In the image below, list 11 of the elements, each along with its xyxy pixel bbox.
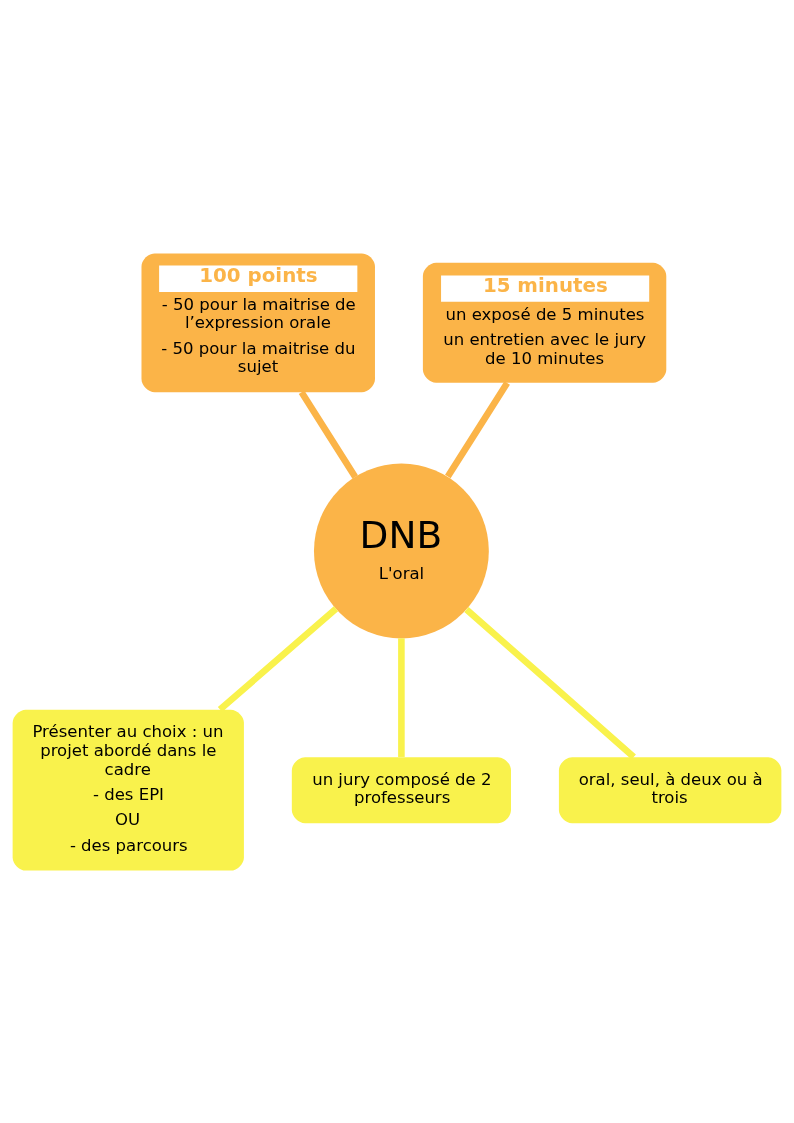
node-box: 15 minutes un exposé de 5 minutes un entretien avec le jury de 10 minutes [422, 262, 667, 383]
connector [217, 605, 339, 712]
connector [398, 637, 405, 757]
node-box: un jury composé de 2 professeurs [291, 756, 511, 823]
node-circle: DNB L'oral [313, 463, 489, 638]
node-box: 100 points - 50 pour la maitrise de l’expression orale - 50 pour la maitrise du sujet [141, 252, 375, 392]
connector [298, 390, 359, 479]
connector [464, 606, 636, 759]
connector [445, 380, 510, 478]
node-box: Présenter au choix : un projet abordé dans le cadre - des EPI OU - des parcours [12, 709, 244, 871]
node-box: oral, seul, à deux ou à trois [558, 756, 782, 823]
